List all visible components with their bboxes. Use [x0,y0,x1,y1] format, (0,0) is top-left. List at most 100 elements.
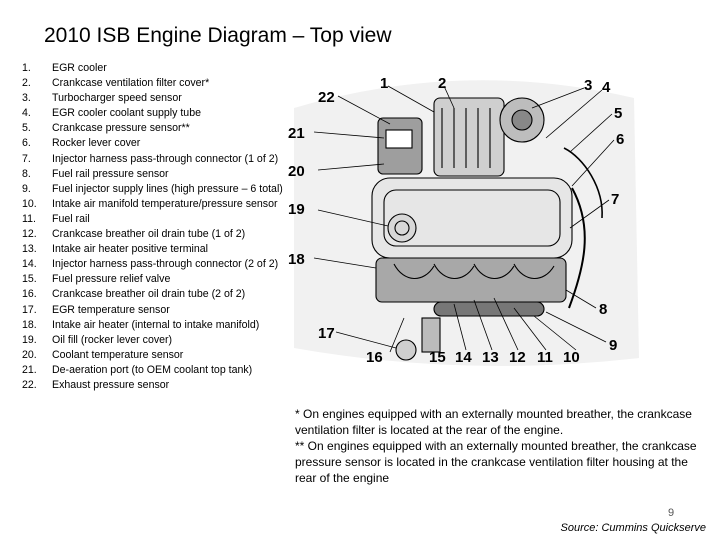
legend-text: Crankcase ventilation filter cover* [52,77,210,90]
leader-line [473,299,493,351]
legend-number: 21. [22,363,37,376]
legend-text: EGR cooler [52,62,107,74]
callout-8: 8 [599,301,607,318]
legend-text: Oil fill (rocker lever cover) [52,333,173,346]
callout-10: 10 [563,349,580,366]
callout-18: 18 [288,251,305,268]
legend-text: Crankcase breather oil drain tube (1 of … [52,228,246,241]
footnote-pressure-sensor: ** On engines equipped with an externall… [295,439,697,485]
legend-number: 17. [22,303,37,316]
fuel-line [433,263,475,280]
legend-item: 3.Turbocharger speed sensor [22,92,284,104]
legend-number: 13. [22,243,37,256]
leader-line [317,163,385,171]
legend-item: 22. Exhaust pressure sensor [22,379,284,391]
legend-text: Crankcase breather oil drain tube (2 of … [52,288,246,301]
callout-numbers: 1 2 3 4 5 6 7 8 9 10 11 12 13 14 15 16 1… [288,75,624,366]
footnotes: * On engines equipped with an externally… [295,406,710,486]
source-credit: Source: Cummins Quickserve [560,522,707,534]
legend-number: 22. [22,378,37,391]
legend-text: Crankcase pressure sensor** [52,122,190,135]
callout-19: 19 [288,201,305,218]
legend-number: 1. [22,62,31,74]
legend-number: 3. [22,92,31,105]
turbocharger-inner [511,109,533,131]
leader-line [545,89,603,139]
legend-item: 9. Fuel injector supply lines (high press… [22,183,284,195]
legend-item: 4. EGR cooler coolant supply tube [22,107,284,119]
engine-diagram: 1 2 3 4 5 6 7 8 9 10 11 12 13 14 15 16 1… [288,75,639,366]
leader-line [453,303,467,351]
callout-15: 15 [429,349,446,366]
legend-number: 19. [22,333,37,346]
legend-item: 17. EGR temperature sensor [22,304,284,316]
leader-line [569,199,610,229]
footnote-breather-filter: * On engines equipped with an externally… [295,407,692,437]
legend-number: 5. [22,122,31,135]
legend-text: Fuel pressure relief valve [52,273,171,286]
legend-text: Coolant temperature sensor [52,348,184,361]
leader-line [337,95,391,125]
legend-text: Intake air heater positive terminal [52,243,209,256]
leader-line [569,113,613,153]
legend-number: 12. [22,228,37,241]
callout-9: 9 [609,337,617,354]
legend-text: EGR cooler coolant supply tube [52,107,201,120]
legend-text: Exhaust pressure sensor [52,378,170,391]
legend-number: 9. [22,182,31,195]
fuel-line [393,263,435,280]
callout-14: 14 [455,349,472,366]
legend-item: 20.Coolant temperature sensor [22,349,284,361]
legend-item: 6.Rocker lever cover [22,137,284,149]
leader-line [545,311,607,343]
leader-line [387,85,435,113]
legend-item: 16.Crankcase breather oil drain tube (2 … [22,288,284,300]
legend-text: Injector harness pass-through connector … [52,152,279,165]
callout-21: 21 [288,125,305,142]
callout-13: 13 [482,349,499,366]
legend-text: Intake air manifold temperature/pressure… [52,197,278,210]
callout-12: 12 [509,349,526,366]
component-legend: 1. EGR cooler 2. Crankcase ventilation fil… [22,62,284,394]
legend-item: 19. Oil fill (rocker lever cover) [22,334,284,346]
air-heater-terminal [395,339,417,361]
legend-text: Fuel injector supply lines (high pressur… [52,182,283,195]
legend-number: 2. [22,77,31,90]
fuel-rail [433,301,545,317]
legend-item: 11.Fuel rail [22,213,284,225]
legend-number: 7. [22,152,31,165]
callout-7: 7 [611,191,619,208]
oil-fill-cap-inner [394,220,410,236]
intake-manifold [375,257,567,303]
legend-number: 18. [22,318,37,331]
page-title: 2010 ISB Engine Diagram – Top view [44,24,392,47]
callout-4: 4 [602,79,611,96]
callout-20: 20 [288,163,305,180]
legend-number: 8. [22,167,31,180]
legend-item: 18. Intake air heater (internal to intake… [22,319,284,331]
legend-text: Fuel rail pressure sensor [52,167,169,180]
rocker-cover-top [383,189,561,247]
legend-text: Fuel rail [52,212,90,225]
legend-item: 7. Injector harness pass-through connecto… [22,153,284,165]
legend-number: 14. [22,258,37,271]
legend-number: 6. [22,137,31,150]
leader-line [493,297,519,351]
legend-number: 10. [22,197,37,210]
fuel-line [513,263,555,280]
leader-line [533,315,577,351]
engine-illustration [313,85,615,361]
legend-number: 4. [22,107,31,120]
egr-cooler [433,97,505,177]
page-number: 9 [668,507,675,519]
legend-text: De-aeration port (to OEM coolant top tan… [52,363,253,376]
leader-line [317,209,389,227]
callout-3: 3 [584,77,592,94]
legend-text: EGR temperature sensor [52,303,170,316]
leader-line [531,87,585,109]
leader-line [335,331,397,349]
callout-6: 6 [616,131,624,148]
leader-line [565,289,597,309]
leader-line [513,307,547,351]
legend-text: Intake air heater (internal to intake ma… [52,318,260,331]
